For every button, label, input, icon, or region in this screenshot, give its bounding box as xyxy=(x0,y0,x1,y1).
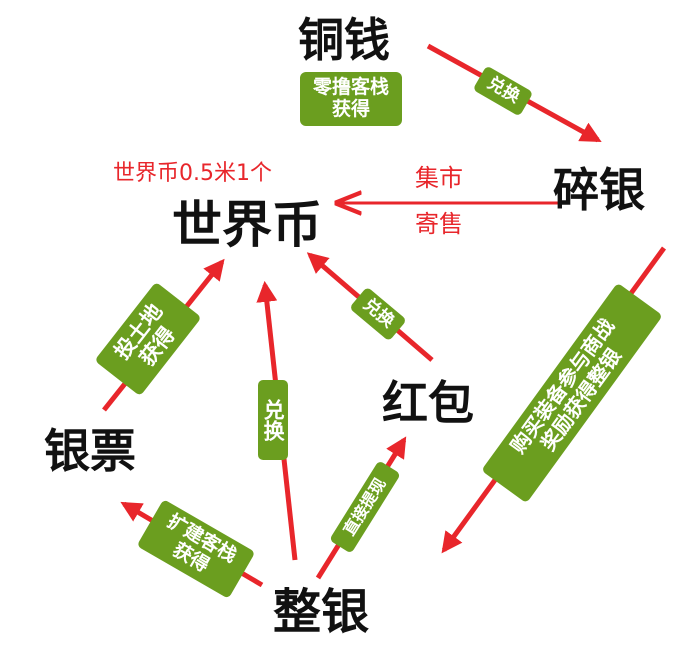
node-yinpiao: 银票 xyxy=(44,424,136,478)
market-annotation-line1: 集市 xyxy=(415,164,463,192)
tag-line: 获得 xyxy=(331,98,370,120)
tag-tongqian-source: 零撸客栈 获得 xyxy=(300,72,402,126)
node-shijiebi: 世界币 xyxy=(172,196,322,254)
market-annotation-line2: 寄售 xyxy=(415,210,463,238)
price-annotation: 世界币0.5米1个 xyxy=(113,161,272,186)
tag-zhengyin-to-shijiebi: 兑换 xyxy=(258,380,288,460)
node-suiyin: 碎银 xyxy=(553,163,645,217)
node-zhengyin: 整银 xyxy=(273,584,370,640)
node-hongbao: 红包 xyxy=(382,376,474,430)
tag-line: 零撸客栈 xyxy=(312,76,389,99)
node-tongqian: 铜钱 xyxy=(298,13,390,67)
tag-line: 兑换 xyxy=(261,399,286,441)
